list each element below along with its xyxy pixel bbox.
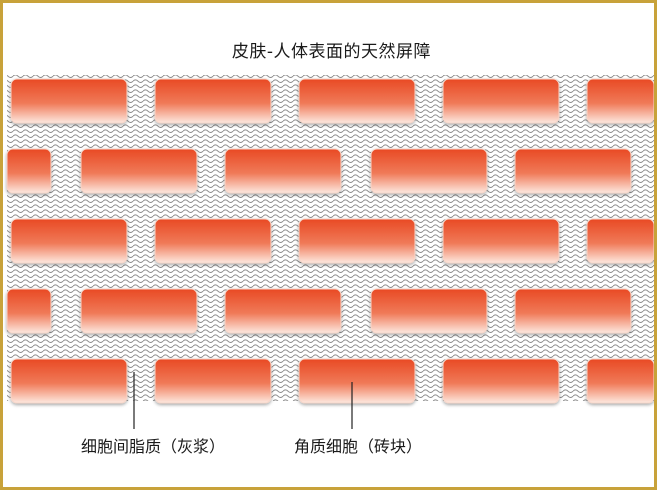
corneocyte-brick [586,358,654,404]
corneocyte-brick [80,148,198,194]
corneocyte-brick [154,358,272,404]
corneocyte-brick [10,358,128,404]
corneocyte-brick [442,358,560,404]
corneocyte-brick [154,78,272,124]
corneocyte-brick [298,358,416,404]
corneocyte-brick [298,78,416,124]
diagram-title: 皮肤-人体表面的天然屏障 [231,42,432,62]
brick-mortar-diagram [6,75,654,429]
corneocyte-brick [80,288,198,334]
corneocyte-brick [6,288,52,334]
corneocyte-brick [442,78,560,124]
corneocyte-brick [370,288,488,334]
corneocyte-brick [586,78,654,124]
corneocyte-brick [586,218,654,264]
corneocyte-brick [10,218,128,264]
corneocyte-brick [514,288,632,334]
corneocyte-brick [442,218,560,264]
corneocyte-brick [154,218,272,264]
corneocyte-brick [224,288,342,334]
corneocyte-brick [6,148,52,194]
corneocyte-brick [224,148,342,194]
corneocyte-brick [10,78,128,124]
corneocyte-brick [298,218,416,264]
mortar-label: 细胞间脂质（灰浆） [81,437,226,456]
brick-label: 角质细胞（砖块） [294,437,423,456]
corneocyte-bricks [6,78,654,404]
corneocyte-brick [370,148,488,194]
corneocyte-brick [514,148,632,194]
